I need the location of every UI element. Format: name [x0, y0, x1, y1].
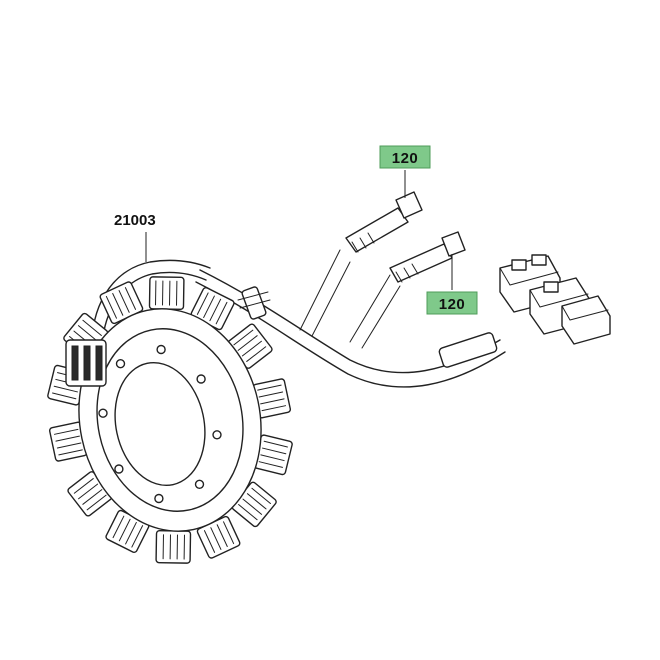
stator-coil — [47, 276, 293, 564]
mounting-holes — [98, 344, 222, 504]
mounting-hole — [156, 344, 166, 355]
mounting-hole — [212, 430, 222, 440]
reference-badge-text: 120 — [392, 150, 419, 167]
reference-badge-lower: 120 — [426, 291, 478, 315]
coupler-connector — [561, 295, 611, 345]
harness-clamp — [65, 339, 107, 387]
coupler-connectors — [499, 254, 611, 345]
part-number-label: 21003 — [114, 212, 156, 229]
bolt-lower — [389, 231, 466, 283]
grommet — [237, 286, 271, 320]
stator-tooth — [155, 529, 192, 564]
bolt-upper — [345, 191, 423, 253]
mounting-hole — [194, 479, 205, 489]
reference-badge-upper: 120 — [379, 145, 431, 169]
mounting-hole — [114, 464, 124, 474]
mounting-hole — [98, 408, 108, 418]
reference-badge-text: 120 — [439, 296, 466, 313]
mounting-hole — [154, 493, 164, 504]
mounting-hole — [115, 359, 126, 369]
stator-tooth — [48, 421, 88, 462]
wire-sleeve — [438, 332, 498, 368]
wire-harness — [91, 249, 506, 388]
mounting-hole — [196, 374, 206, 384]
stator-tooth — [99, 281, 144, 325]
stator-tooth — [148, 276, 185, 311]
